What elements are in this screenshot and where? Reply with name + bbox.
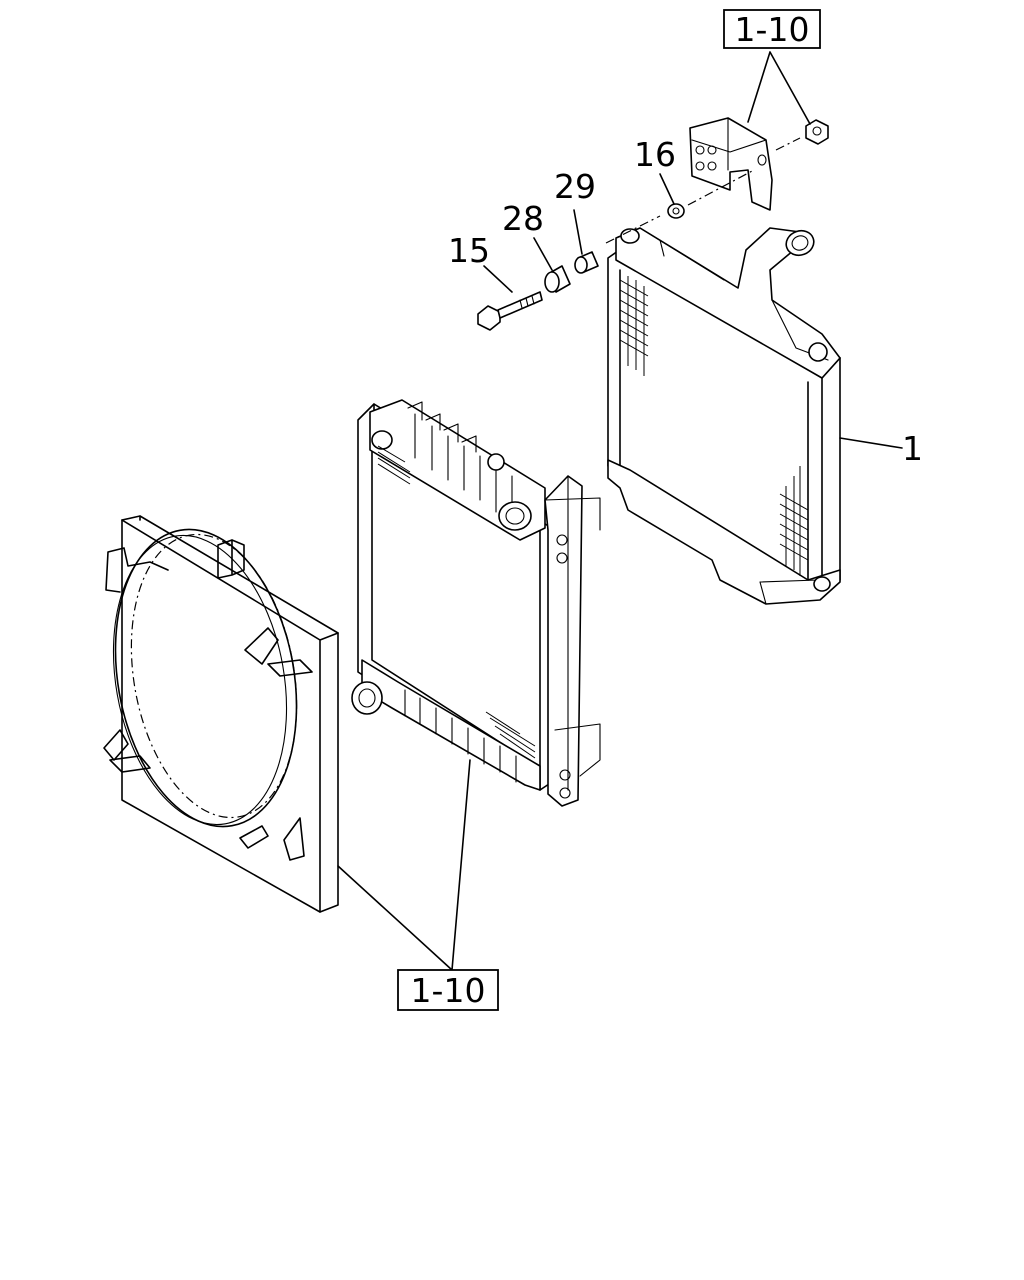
bolt-part-15 (477, 291, 543, 331)
assembly-axis-line (605, 137, 801, 244)
bush-part-29 (574, 251, 599, 274)
collar-part-28 (544, 265, 571, 293)
callout-15: 15 (448, 231, 490, 270)
intercooler (607, 227, 841, 605)
radiator (351, 399, 601, 807)
callout-28: 28 (502, 199, 544, 238)
intercooler-fin-hatch (619, 276, 809, 576)
callout-29: 29 (554, 167, 596, 206)
callout-16: 16 (634, 135, 676, 174)
callout-1: 1 (902, 429, 923, 468)
reference-label-bottom: 1-10 (411, 971, 486, 1010)
radiator-fin-hatch (377, 445, 536, 759)
fan-shroud (103, 515, 339, 913)
leader-lines (337, 51, 903, 971)
mounting-bracket (689, 117, 773, 211)
reference-box-top: 1-10 (723, 9, 821, 49)
reference-label-top: 1-10 (735, 10, 810, 49)
flange-nut (805, 119, 829, 145)
reference-box-bottom: 1-10 (397, 969, 499, 1011)
washer-part-16 (667, 203, 685, 219)
